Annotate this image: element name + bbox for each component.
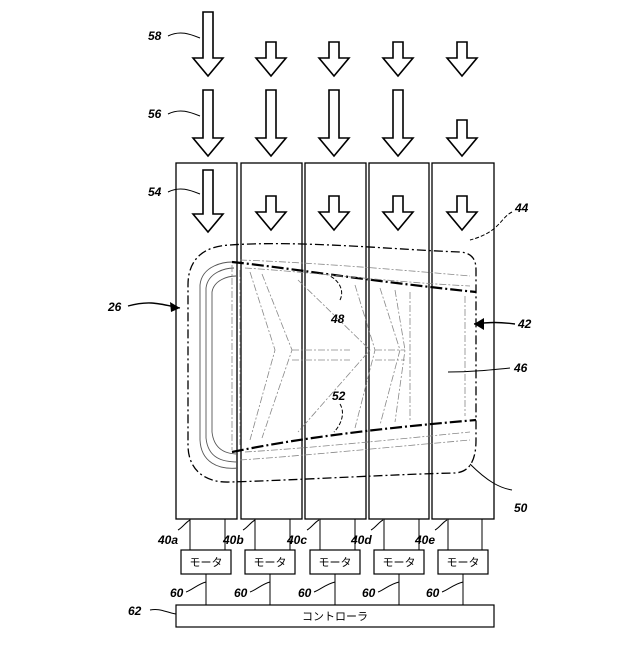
- ref-60-c: 60: [298, 586, 312, 600]
- ref-52: 52: [332, 389, 346, 403]
- flange-ring-inner: [212, 276, 238, 454]
- column-b-connector: [255, 519, 290, 550]
- column-d-leader: [371, 520, 383, 530]
- motor-b-leader: [250, 582, 270, 592]
- arrow-54-column-a: [193, 170, 223, 232]
- leader-54: [168, 189, 200, 194]
- ref-60-a: 60: [170, 586, 184, 600]
- column-d-connector: [384, 519, 419, 550]
- motor-label-e: モータ: [447, 556, 480, 569]
- arrow-56-column-d: [383, 90, 413, 156]
- ref-46: 46: [513, 361, 528, 375]
- leader-48: [330, 276, 342, 300]
- column-c-connector: [320, 519, 355, 550]
- arrow-54-column-c: [319, 196, 349, 230]
- column-e-connector: [448, 519, 482, 550]
- ref-62: 62: [128, 604, 142, 618]
- leader-58: [168, 33, 200, 38]
- ref-60-d: 60: [362, 586, 376, 600]
- controller-leader: [150, 609, 176, 614]
- arrow-58-column-a: [193, 12, 223, 76]
- arrow-54-column-b: [256, 196, 286, 230]
- ref-60-e: 60: [426, 586, 440, 600]
- surface-line-7: [250, 272, 275, 440]
- motor-e-leader: [442, 582, 463, 592]
- ref-60-b: 60: [234, 586, 248, 600]
- surface-line-9: [298, 280, 370, 432]
- ref-54: 54: [148, 185, 162, 199]
- column-a-leader: [178, 520, 190, 530]
- arrow-56-column-b: [256, 90, 286, 156]
- controller-label: コントローラ: [302, 611, 368, 623]
- surface-line-12: [395, 290, 405, 422]
- column-e-leader: [435, 520, 447, 530]
- ref-58: 58: [148, 29, 162, 43]
- ref-40c: 40c: [286, 533, 307, 547]
- ref-50: 50: [514, 501, 528, 515]
- leader-44: [470, 212, 512, 240]
- contour-line-52: [232, 420, 476, 452]
- ref-40a: 40a: [157, 533, 178, 547]
- arrow-56-column-e: [447, 120, 477, 156]
- surface-line-8: [262, 274, 292, 438]
- motor-label-c: モータ: [319, 556, 352, 569]
- leader-56: [168, 111, 200, 116]
- ref-56: 56: [148, 107, 162, 121]
- arrow-58-column-c: [319, 42, 349, 76]
- arrow-58-column-d: [383, 42, 413, 76]
- ref-42: 42: [517, 317, 532, 331]
- leader-50: [470, 464, 512, 490]
- ref-40e: 40e: [414, 533, 435, 547]
- arrow-54-column-d: [383, 196, 413, 230]
- ref-40d: 40d: [350, 533, 372, 547]
- leader-46: [448, 368, 510, 372]
- motor-a-leader: [186, 582, 206, 592]
- column-c-leader: [307, 520, 319, 530]
- arrow-56-column-a: [193, 90, 223, 156]
- ref-44: 44: [514, 201, 529, 215]
- surface-line-11: [380, 288, 400, 425]
- flange-ring-middle: [206, 268, 238, 462]
- arrow-58-column-e: [447, 42, 477, 76]
- arrow-56-column-c: [319, 90, 349, 156]
- motor-d-leader: [378, 582, 399, 592]
- ref-40b: 40b: [222, 533, 244, 547]
- motor-label-a: モータ: [190, 556, 223, 569]
- surface-line-10: [355, 285, 375, 428]
- arrow-58-column-b: [256, 42, 286, 76]
- surface-line-4: [245, 432, 470, 452]
- column-b-leader: [243, 520, 255, 530]
- column-a-connector: [190, 519, 225, 550]
- ref-26: 26: [107, 300, 122, 314]
- arrow-54-column-e: [447, 196, 477, 230]
- leader-52: [334, 404, 342, 432]
- workpiece-outer-outline: [188, 244, 476, 482]
- motor-label-d: モータ: [383, 556, 416, 569]
- motor-label-b: モータ: [254, 556, 287, 569]
- ref-48: 48: [330, 312, 345, 326]
- motor-c-leader: [314, 582, 335, 592]
